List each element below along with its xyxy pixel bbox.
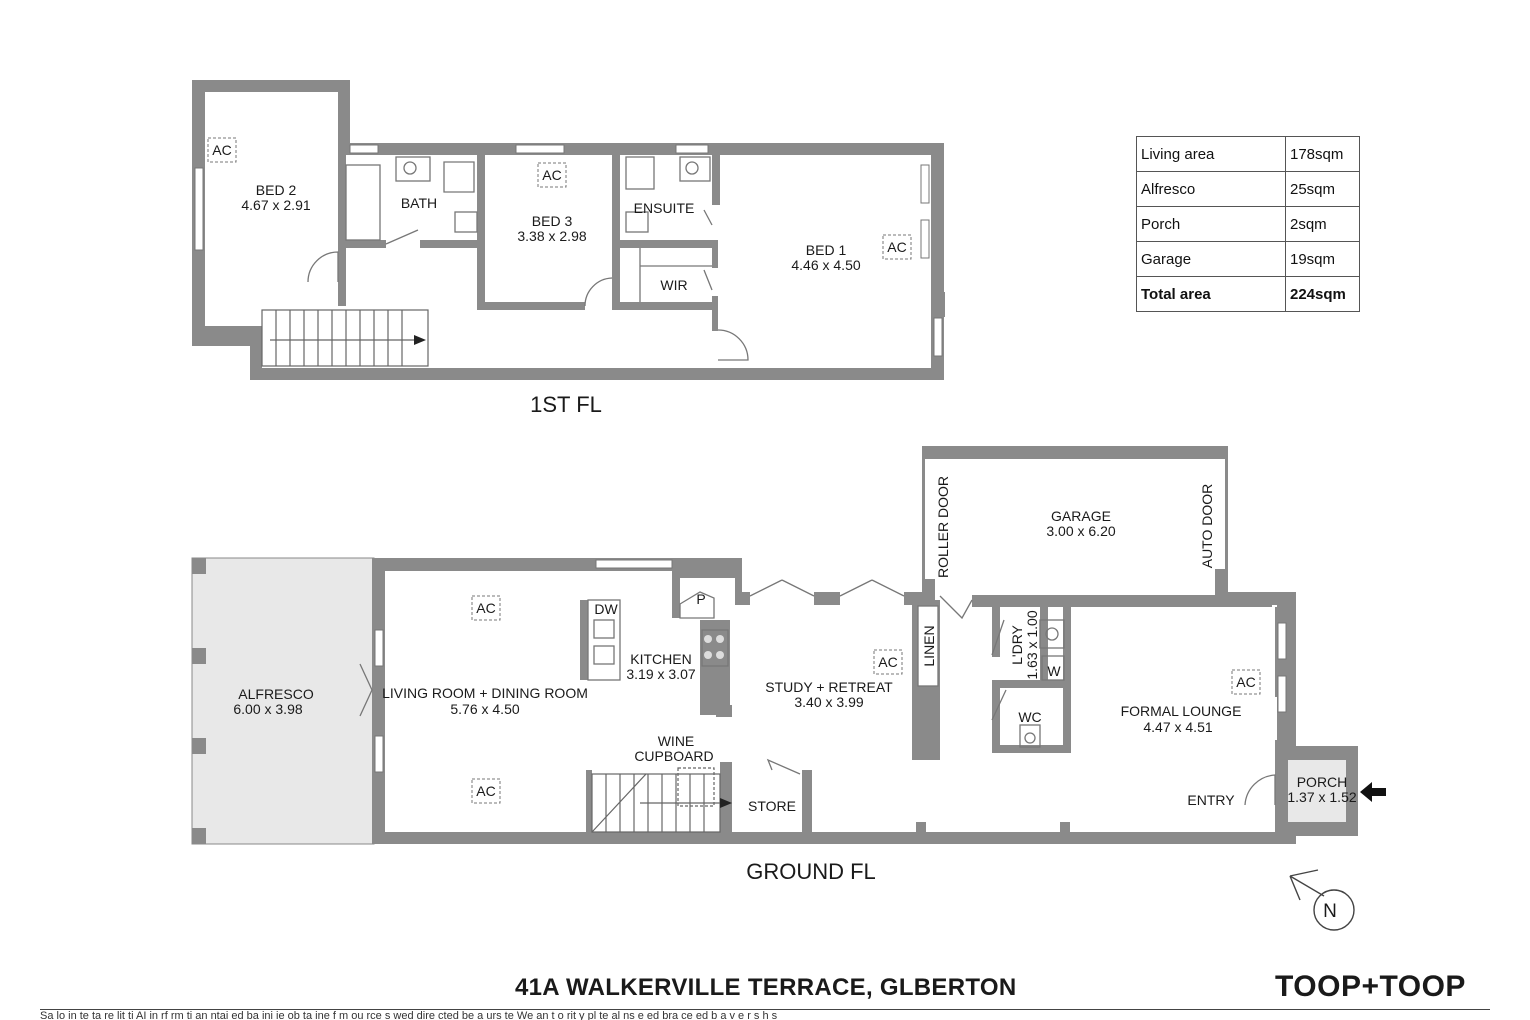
stair-arrow-icon [720,798,732,808]
area-label: Total area [1136,276,1286,312]
first-floor-label: 1ST FL [530,392,602,417]
entry-label: ENTRY [1187,792,1235,808]
room-dims-living: 5.76 x 4.50 [450,701,519,717]
room-dims-formal-lounge: 4.47 x 4.51 [1143,719,1212,735]
ac-marker: AC [1231,669,1261,695]
room-name-living: LIVING ROOM + DINING ROOM [382,685,588,701]
ac-marker: AC [882,234,912,260]
room-name-bed3: BED 3 [532,213,573,229]
room-name-alfresco: ALFRESCO [238,686,314,702]
svg-text:AC: AC [878,654,897,670]
room-name-wc: WC [1018,709,1041,725]
first-floor-stairs [261,309,429,367]
wine-cupboard-label-line1: WINE [658,733,695,749]
area-label: Living area [1136,136,1286,172]
area-label: Porch [1136,206,1286,242]
room-name-bed1: BED 1 [806,242,847,258]
area-label: Garage [1136,241,1286,277]
area-value: 224sqm [1285,276,1360,312]
svg-text:AC: AC [887,239,906,255]
area-value: 25sqm [1285,171,1360,207]
room-name-garage: GARAGE [1051,508,1111,524]
brand-logo: TOOP+TOOP [1275,970,1466,1003]
room-dims-laundry: 1.63 x 1.00 [1024,610,1040,679]
svg-text:AC: AC [212,142,231,158]
entry-arrow-icon [1360,782,1386,802]
ground-floor-plan: AC AC AC AC ALFRESCO 6.00 x 3.98 LIVING … [191,446,1386,884]
ac-marker: AC [471,778,501,804]
washer-label: W [1047,663,1061,679]
auto-door-label: AUTO DOOR [1199,484,1215,569]
footer-divider [40,1009,1490,1010]
area-value: 19sqm [1285,241,1360,277]
room-name-store: STORE [748,798,796,814]
room-name-formal-lounge: FORMAL LOUNGE [1121,703,1242,719]
stair-arrow-icon [414,335,426,345]
property-address: 41A WALKERVILLE TERRACE, GLBERTON [515,974,1017,1001]
first-floor-plan: AC AC AC BED 2 4.67 x 2.91 BATH BED 3 3.… [192,80,945,417]
area-value: 178sqm [1285,136,1360,172]
svg-text:AC: AC [476,600,495,616]
ac-marker: AC [873,649,903,675]
room-name-porch: PORCH [1297,774,1348,790]
room-dims-porch: 1.37 x 1.52 [1287,789,1356,805]
room-name-ensuite: ENSUITE [634,200,695,216]
svg-text:AC: AC [1236,674,1255,690]
ac-marker: AC [207,137,237,163]
room-dims-kitchen: 3.19 x 3.07 [626,666,695,682]
room-dims-alfresco: 6.00 x 3.98 [233,701,302,717]
north-arrow-icon: N [1289,869,1355,931]
area-label: Alfresco [1136,171,1286,207]
room-dims-bed3: 3.38 x 2.98 [517,228,586,244]
linen-label: LINEN [921,625,937,666]
wine-cupboard-label-line2: CUPBOARD [634,748,713,764]
dishwasher-label: DW [594,601,618,617]
room-name-bath: BATH [401,195,437,211]
svg-text:AC: AC [476,783,495,799]
ac-marker: AC [537,162,567,188]
svg-text:AC: AC [542,167,561,183]
svg-text:N: N [1323,901,1337,922]
room-name-study: STUDY + RETREAT [765,679,893,695]
roller-door-label: ROLLER DOOR [935,476,951,578]
room-dims-garage: 3.00 x 6.20 [1046,523,1115,539]
room-name-wir: WIR [660,277,687,293]
room-name-bed2: BED 2 [256,182,297,198]
area-value: 2sqm [1285,206,1360,242]
ac-marker: AC [471,595,501,621]
disclaimer-text: Sa lo in te ta re lit ti AI in rf rm ti … [40,1010,778,1020]
room-name-kitchen: KITCHEN [630,651,691,667]
room-dims-bed1: 4.46 x 4.50 [791,257,860,273]
pantry-label: P [696,591,705,607]
room-dims-study: 3.40 x 3.99 [794,694,863,710]
ground-floor-label: GROUND FL [746,859,876,884]
room-dims-bed2: 4.67 x 2.91 [241,197,310,213]
room-name-laundry: L'DRY [1009,624,1025,664]
